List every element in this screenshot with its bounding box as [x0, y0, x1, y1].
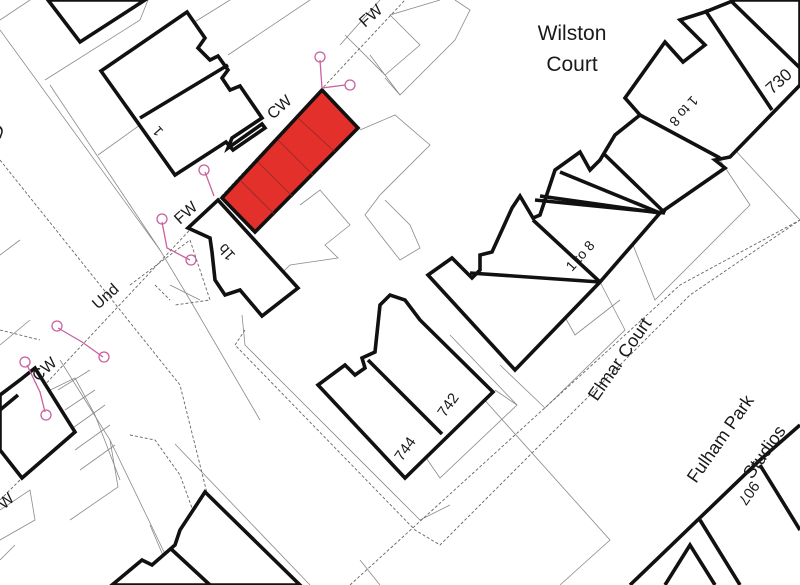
label-fw: FW: [356, 1, 387, 31]
highlighted-site: [219, 87, 361, 235]
label-wilston-court: Wilston: [538, 22, 607, 45]
survey-symbols: [19, 51, 356, 421]
label-und: Und: [89, 281, 122, 313]
label-fw: W: [0, 490, 19, 513]
label-road: D: [0, 121, 10, 142]
label-cw: CW: [264, 92, 296, 123]
label-wilston-court-2: Court: [546, 53, 598, 76]
